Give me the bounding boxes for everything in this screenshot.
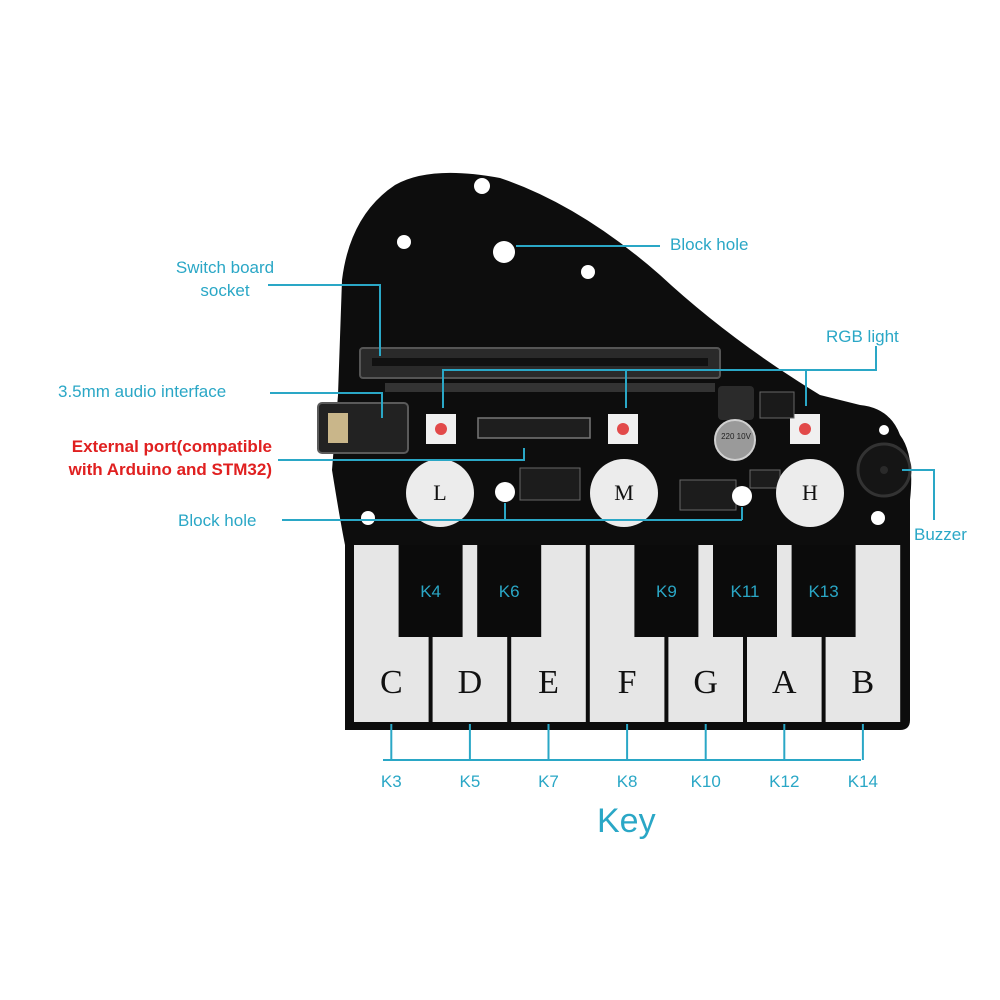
label-buzzer: Buzzer [914,525,967,544]
ic-chip [679,479,737,511]
label-external-port-line2: with Arduino and STM32) [68,459,272,479]
pin-header [385,383,715,392]
touch-pad-label: M [614,480,634,505]
label-switch-board-socket-line2: socket [200,280,250,300]
black-key-k13 [791,545,856,637]
leader-audio [270,392,383,418]
label-external-port: External port(compatible with Arduino an… [20,436,272,482]
touch-pad-m [590,459,658,527]
black-key-k6 [477,545,542,637]
label-block-hole-bottom: Block hole [178,511,257,530]
mount-hole [581,265,595,279]
external-port-header [477,417,591,439]
white-key-id: K3 [380,772,402,791]
black-key-k4 [398,545,463,637]
white-key-note: F [617,664,637,701]
touch-pad-h [776,459,844,527]
block-hole [495,482,515,502]
black-key-label: K4 [420,582,441,601]
touch-pad-l [406,459,474,527]
white-key-note: A [772,664,797,701]
mount-hole [397,235,411,249]
white-key-id: K8 [616,772,638,791]
black-key-label: K11 [730,582,760,601]
black-key-label: K9 [655,582,677,601]
leader-external-port [278,448,525,461]
ic-chip [749,469,781,489]
label-audio-interface: 3.5mm audio interface [58,382,227,401]
mount-hole [871,511,885,525]
black-key-k11 [713,545,777,637]
leader-switch-socket [268,284,381,356]
leader-lines [268,245,935,761]
white-key-note: B [851,664,875,701]
mount-hole [361,511,375,525]
leader-rgb-main [442,346,877,408]
black-key-k9 [634,545,699,637]
white-key-id: K5 [459,772,481,791]
label-key-title: Key [597,802,656,840]
mount-hole [879,425,889,435]
white-key-note: G [693,664,718,701]
white-key-id: K14 [847,772,879,791]
label-block-hole-top: Block hole [670,235,749,254]
label-switch-board-socket-line1: Switch board [175,258,275,277]
leader-buzzer [902,469,935,520]
block-hole [493,241,515,263]
white-key-note: C [379,664,403,701]
white-key-id: K12 [769,772,800,791]
label-switch-board-socket: Switch board socket [150,257,300,303]
block-hole [732,486,752,506]
black-key-label: K13 [808,582,839,601]
white-key-note: D [457,664,483,701]
capacitor [714,419,756,461]
white-key-note: E [538,664,559,701]
touch-pad-label: H [802,480,818,505]
inductor [718,386,754,420]
label-rgb-light: RGB light [826,327,899,346]
white-key-id: K10 [690,772,721,791]
ic-chip [519,467,581,501]
mount-hole [474,178,490,194]
touch-pad-label: L [433,480,447,505]
label-external-port-line1: External port(compatible [71,437,272,456]
white-key-id: K7 [538,772,559,791]
black-key-label: K6 [498,582,520,601]
capacitor-marking: 220 10V [721,432,751,441]
